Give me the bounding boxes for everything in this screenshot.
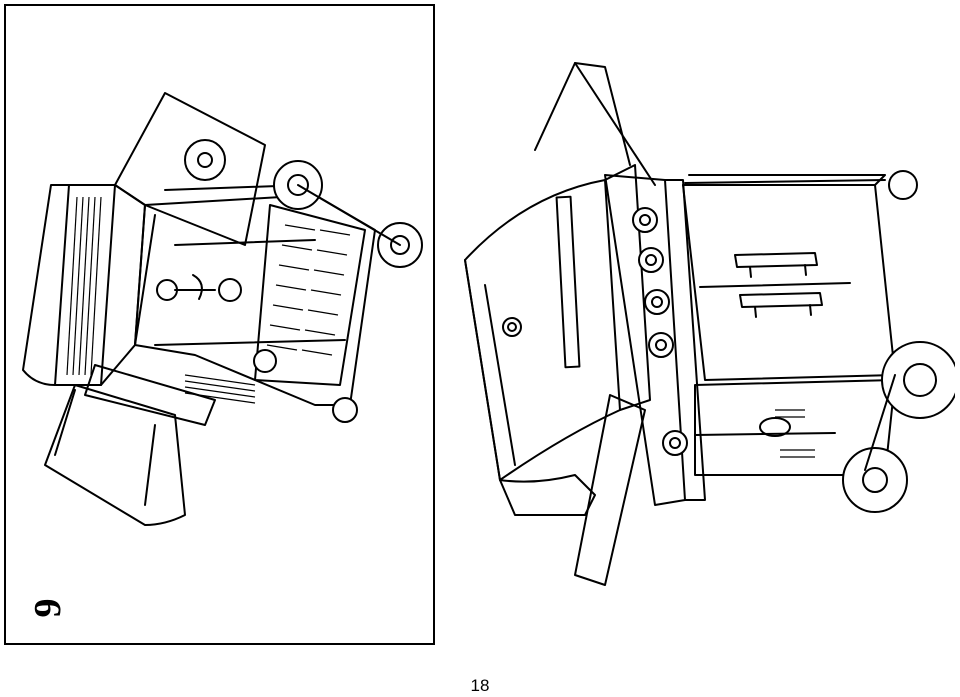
page-number: 18 <box>470 676 490 695</box>
step-illustration-frame <box>4 4 435 645</box>
grill-underside-illustration <box>22 92 423 526</box>
grill-front-illustration <box>464 62 955 586</box>
step-number: 9 <box>27 598 69 618</box>
